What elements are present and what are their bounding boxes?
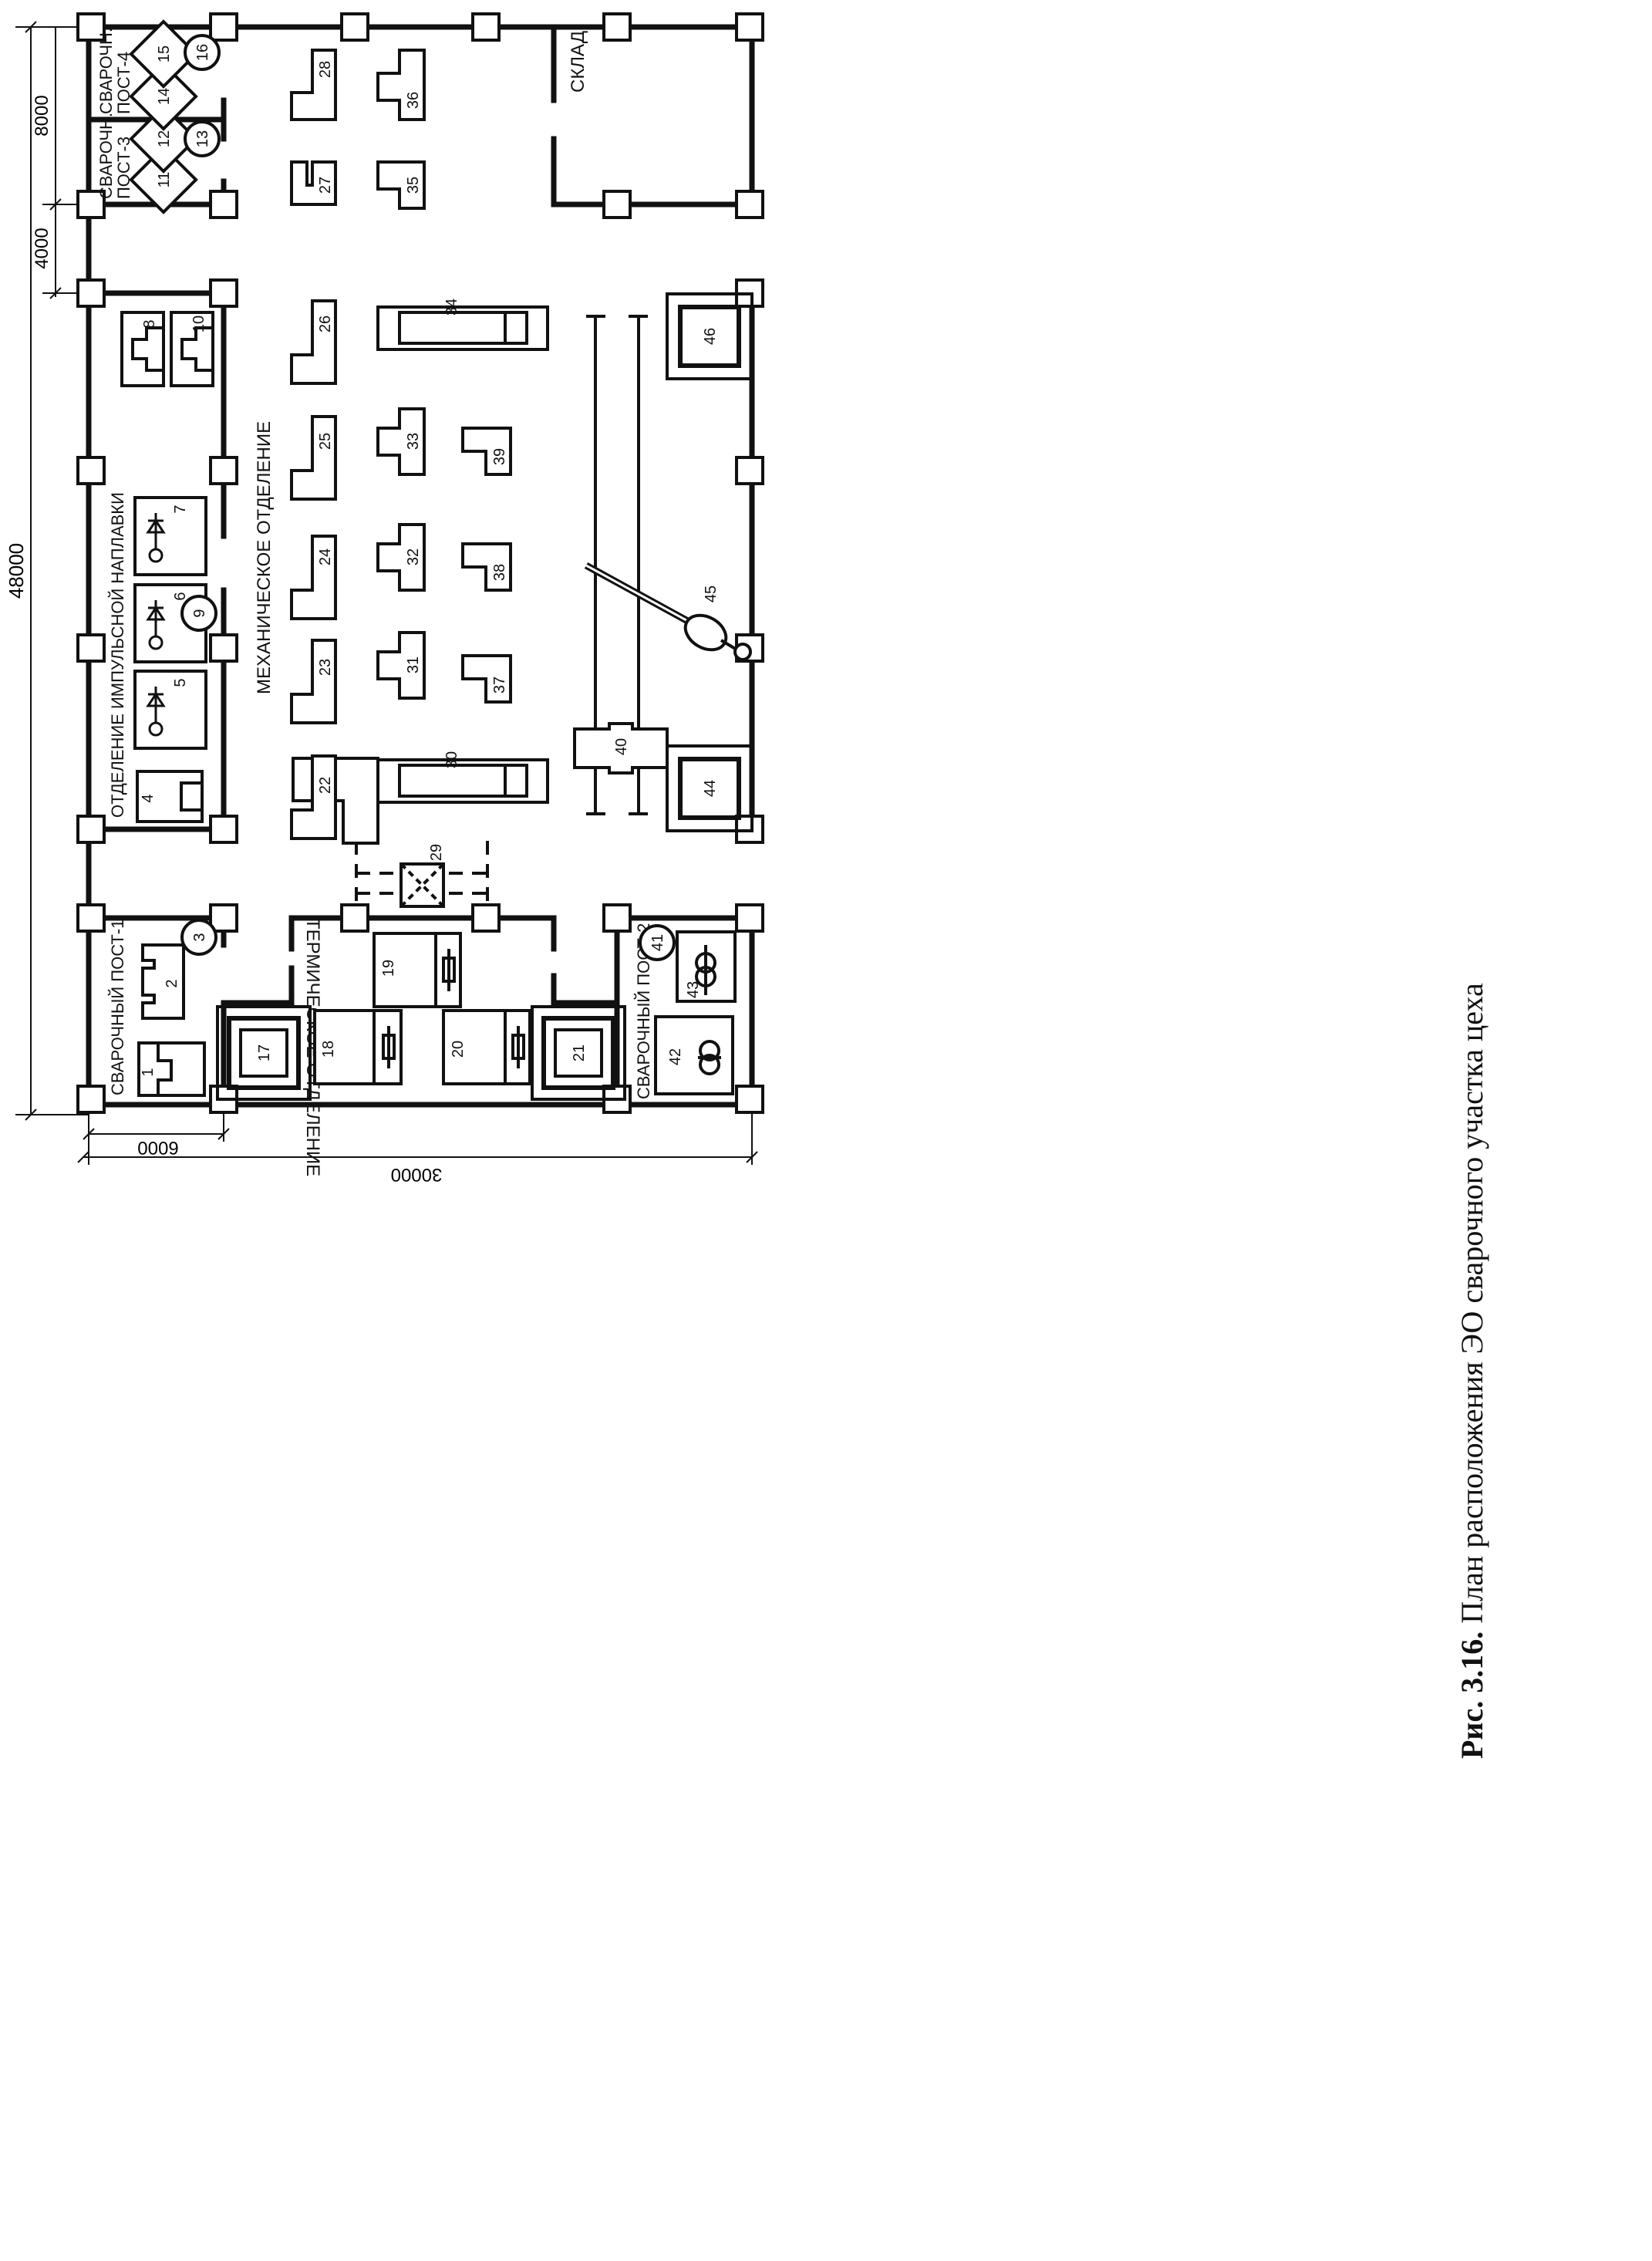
equipment-22-label: 22 <box>317 777 334 794</box>
equipment-21-label: 21 <box>571 1044 588 1061</box>
equipment-24-label: 24 <box>317 548 334 565</box>
equipment-5-outline <box>133 670 207 750</box>
equipment-6-label: 6 <box>172 592 189 600</box>
equipment-8-label: 8 <box>141 319 158 328</box>
equipment-1-label: 1 <box>140 1068 157 1076</box>
room-label-warehouse: СКЛАД <box>568 31 588 93</box>
equipment-19-label: 19 <box>380 960 397 977</box>
equipment-33-outline <box>376 407 426 476</box>
dimension-4000: 4000 <box>32 228 52 268</box>
equipment-15-label: 15 <box>156 46 173 62</box>
equipment-42-outline <box>654 1015 734 1095</box>
equipment-34-outline <box>376 305 549 351</box>
equipment-26-outline <box>290 299 337 385</box>
equipment-18-label: 18 <box>320 1041 337 1058</box>
room-label-mechanical: МЕХАНИЧЕСКОЕ ОТДЕЛЕНИЕ <box>254 421 275 694</box>
equipment-43-outline <box>676 930 737 1003</box>
equipment-30-outline <box>376 758 549 804</box>
rectifier-icon <box>146 600 166 650</box>
rectifier-icon <box>146 513 166 563</box>
equipment-42-label: 42 <box>667 1048 684 1065</box>
dimension-6000: 6000 <box>137 1137 178 1158</box>
equipment-2-label: 2 <box>164 979 180 987</box>
equipment-18-outline <box>313 1009 403 1085</box>
equipment-4-label: 4 <box>140 794 157 802</box>
mechanical-machines <box>290 49 752 840</box>
equipment-29-crane <box>355 841 489 906</box>
equipment-34-label: 34 <box>443 299 460 316</box>
equipment-37-outline <box>461 654 512 704</box>
equipment-2-outline <box>141 943 185 1020</box>
equipment-39-outline <box>461 427 512 476</box>
equipment-30-label: 30 <box>443 751 460 768</box>
equipment-23-label: 23 <box>317 659 334 676</box>
equipment-35-label: 35 <box>405 177 422 194</box>
equipment-5-label: 5 <box>172 678 189 687</box>
dimension-8000: 8000 <box>32 95 52 136</box>
equipment-39-label: 39 <box>491 448 508 465</box>
equipment-1-outline <box>137 1041 206 1097</box>
room-label-weld-post-3-line1: СВАРОЧН. <box>96 113 116 199</box>
equipment-38-outline <box>461 542 512 592</box>
figure-caption-number: Рис. 3.16. <box>1455 1631 1489 1759</box>
rectifier-icon <box>146 687 166 737</box>
equipment-33-label: 33 <box>405 433 422 450</box>
equipment-32-outline <box>376 523 426 592</box>
figure-caption: Рис. 3.16. План расположения ЭО сварочно… <box>1454 983 1490 1759</box>
equipment-8-outline <box>120 311 165 387</box>
dimension-total-length: 48000 <box>5 543 28 599</box>
dimension-lines <box>15 21 758 1165</box>
equipment-12-label: 12 <box>156 130 173 147</box>
equipment-26-label: 26 <box>317 316 334 332</box>
equipment-40-label: 40 <box>613 738 630 755</box>
equipment-13-label: 13 <box>194 130 211 147</box>
equipment-29-label: 29 <box>428 844 445 861</box>
equipment-20-label: 20 <box>450 1041 467 1058</box>
equipment-35-outline <box>376 160 426 210</box>
equipment-24-outline <box>290 535 337 620</box>
equipment-7-label: 7 <box>172 505 189 513</box>
equipment-43-label: 43 <box>685 981 702 998</box>
equipment-31-outline <box>376 631 426 700</box>
equipment-20-outline <box>442 1009 531 1085</box>
equipment-17-label: 17 <box>256 1044 273 1061</box>
equipment-16-label: 16 <box>194 44 211 61</box>
equipment-28-label: 28 <box>317 61 334 78</box>
equipment-45-label: 45 <box>703 585 720 602</box>
equipment-38-label: 38 <box>491 564 508 581</box>
dimension-total-width: 30000 <box>391 1164 443 1185</box>
equipment-7-outline <box>133 496 207 576</box>
room-label-impulse: ОТДЕЛЕНИЕ ИМПУЛЬСНОЙ НАПЛАВКИ <box>108 492 127 818</box>
equipment-31-label: 31 <box>405 656 422 673</box>
equipment-27-outline <box>290 160 337 206</box>
equipment-41-label: 41 <box>649 934 666 951</box>
equipment-10-label: 10 <box>190 316 207 332</box>
room-label-weld-post-3-line2: ПОСТ-3 <box>114 137 133 199</box>
equipment-32-label: 32 <box>405 548 422 565</box>
equipment-19-outline <box>373 932 462 1008</box>
equipment-37-label: 37 <box>491 677 508 693</box>
equipment-28-outline <box>290 49 337 121</box>
equipment-25-outline <box>290 415 337 501</box>
equipment-22-outline <box>290 754 337 840</box>
equipment-36-outline <box>376 49 426 121</box>
equipment-9-label: 9 <box>191 609 208 617</box>
room-label-weld-post-1: СВАРОЧНЫЙ ПОСТ-1 <box>108 920 127 1095</box>
equipment-36-label: 36 <box>405 92 422 109</box>
room-label-weld-post-4-line1: СВАРОЧН. <box>96 28 116 114</box>
equipment-44-label: 44 <box>702 780 719 797</box>
equipment-25-label: 25 <box>317 433 334 450</box>
equipment-46-label: 46 <box>702 328 719 345</box>
equipment-27-label: 27 <box>317 177 334 194</box>
equipment-11-label: 11 <box>156 172 173 188</box>
equipment-23-outline <box>290 639 337 724</box>
equipment-4-outline <box>136 770 204 823</box>
figure-caption-text: План расположения ЭО сварочного участка … <box>1455 983 1489 1624</box>
equipment-14-label: 14 <box>156 88 173 105</box>
room-label-weld-post-4-line2: ПОСТ-4 <box>114 52 133 114</box>
equipment-10-outline <box>170 311 214 387</box>
equipment-29-hoist <box>400 862 445 908</box>
equipment-3-label: 3 <box>191 933 208 941</box>
